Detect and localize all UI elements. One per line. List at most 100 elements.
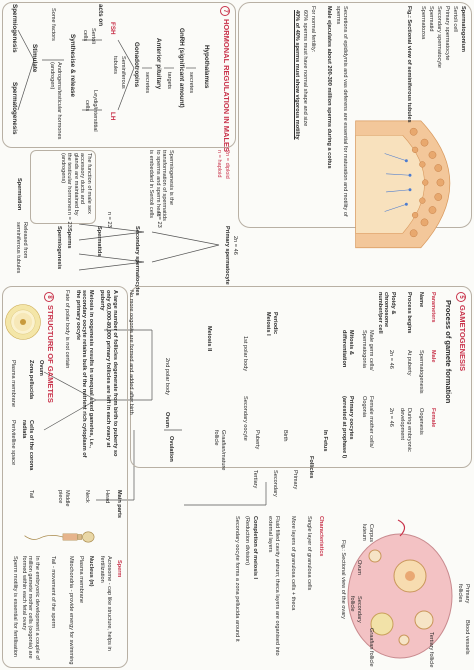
sg-primary-spermatocyte: Primary spermatocyte xyxy=(224,226,230,285)
char-5: (Reduction division) xyxy=(244,516,250,566)
oo-secondary-oocyte: Secondary oocyte xyxy=(242,396,248,441)
sg-spermiation: Spermiation xyxy=(16,178,22,211)
sperm-part-neck: Neck xyxy=(84,490,90,503)
follicle-secondary: Secondary xyxy=(272,470,278,497)
sperm-label-nucleus: Nucleus (n) xyxy=(88,556,94,587)
hormone-gonadotropins: Gonadotropins xyxy=(133,42,140,88)
testis-note-1: Secretions of epididymis and vas deferen… xyxy=(335,6,348,217)
hormone-leydig: Leydig/interstitial xyxy=(92,90,98,132)
row-ploidy-param: Ploidy & chromosome number/per cell xyxy=(376,292,396,334)
hormone-anterior-pituitary: Anterior pituitary xyxy=(155,38,162,90)
hormonal-number: 7 xyxy=(220,6,230,16)
oo-periodic-meiosis: Periodic Meiosis I xyxy=(265,312,278,336)
sg-n-23-a: n = 23 xyxy=(156,212,162,228)
gametogenesis-number: 5 xyxy=(456,292,466,302)
row-begins-female: During embryonic development xyxy=(399,408,412,452)
table-header-parameters: Parameters xyxy=(430,292,436,323)
gametogenesis-subtitle: Process of gamete formation xyxy=(444,300,453,404)
sperm-label-mitochondria: Mitochondria - provide energy for swimmi… xyxy=(68,556,74,665)
ovary-label-corpus: Corpus luteum xyxy=(361,524,374,543)
gametes-number: 8 xyxy=(44,292,54,302)
sg-n-23-b: n = 23 xyxy=(106,212,112,228)
sg-2n: 2n = 46 xyxy=(232,236,238,255)
sperm-part-head: Head xyxy=(104,490,110,504)
sperm-part-tail: Tail xyxy=(28,490,34,499)
oo-ovum: Ovum xyxy=(164,412,170,428)
label-spermatid: Spermatid xyxy=(428,6,434,32)
oo-2nd-polar-body: 2nd polar body xyxy=(164,358,170,396)
ovary-caption: Fig.: Sectional view of the ovary xyxy=(340,540,346,619)
char-3: Fluid filled cavity antrum; theca layers… xyxy=(267,516,280,656)
seminiferous-tubule-illustration xyxy=(355,120,451,249)
hormone-acts-on: acts on xyxy=(97,4,104,27)
sperm-part-middle: Middle piece xyxy=(57,490,70,507)
hormone-sertoli-cells: cells xyxy=(82,30,88,42)
label-sertoli-cell: Sertoli cell xyxy=(452,6,458,32)
sperm-title: Sperm xyxy=(116,560,122,578)
hormone-hypothalamus: Hypothalamus xyxy=(203,45,210,89)
hormone-secretes-1: secretes xyxy=(188,72,194,94)
table-header-male: Male xyxy=(430,350,436,363)
follicle-primary: Primary xyxy=(292,470,298,490)
hormone-targets: targets xyxy=(166,72,172,90)
char-6: Secondary oocyte forms a zona pellucida … xyxy=(234,516,240,642)
ovary-label-graafian: Graafian follicle xyxy=(368,628,374,667)
hormone-leydig-cells: cells xyxy=(84,100,90,112)
ovary-label-tertiary: Tertiary follicle xyxy=(428,632,434,668)
ovary-label-secondary: Secondary follicle xyxy=(349,596,362,623)
oo-meiosis-ii: Meiosis II xyxy=(206,326,212,352)
table-header-female: Female xyxy=(430,408,436,428)
ovum-illustration xyxy=(5,304,41,340)
characteristics-title: Characteristics xyxy=(318,516,324,557)
sperm-note-1: In the embryonic development a couple of… xyxy=(20,556,40,660)
row-mitosis-female: Primary oocytes (arrested at prophase I) xyxy=(341,396,354,459)
hormone-gnrh: GnRH (significant amount) xyxy=(178,28,185,108)
ploidy-haploid: n = haploid xyxy=(216,150,222,178)
oo-graafian: Graafian/mature follicle xyxy=(213,430,226,471)
hormone-androgens: Androgens/testicular hormones (androgen) xyxy=(49,62,62,140)
ovum-title: Ovum xyxy=(38,360,44,376)
sg-released: Released from seminiferous tubules xyxy=(15,222,28,274)
hormone-secretes-2: secretes xyxy=(144,72,150,94)
hormone-seminiferous: Seminiferous xyxy=(120,56,126,89)
sperm-illustration xyxy=(24,531,95,543)
gametes-title: 8STRUCTURE OF GAMETES xyxy=(44,292,55,403)
row-name-female: Oogenesis xyxy=(418,408,424,435)
testis-figure-caption: Fig.: Sectional view of seminiferous tub… xyxy=(406,6,412,123)
follicle-tertiary: Tertiary xyxy=(252,470,258,489)
char-2: More layers of granulosa cells + theca xyxy=(290,516,296,611)
row-ploidy-female: 2n = 46 xyxy=(388,408,394,427)
hormone-sertoli: Sertoli xyxy=(90,28,96,44)
accessory-note: The function of male sex accessory ducts… xyxy=(59,153,92,216)
row-mitosis-male: Mitosis & differentiation xyxy=(341,330,354,368)
ovum-label-membrane: Plasma membrane xyxy=(10,360,16,407)
hormone-some-factors: Some factors xyxy=(50,8,56,41)
hormone-synthesise: Synthesise & release xyxy=(69,34,76,98)
ovum-label-corona: Cells of the corona radiata xyxy=(21,420,34,471)
label-spermatogonium: Spermatogonium xyxy=(460,6,466,52)
oo-puberty: Puberty xyxy=(254,430,260,450)
char-4: Completion of meiosis I xyxy=(252,516,258,580)
testis-note-2: Male ejaculates about 200-300 million sp… xyxy=(326,6,332,169)
ovary-illustration xyxy=(347,519,453,659)
oo-birth: Birth xyxy=(282,430,288,442)
oo-ovulation: Ovulation xyxy=(168,436,174,462)
row-germ-female: Female mother cells/ Oogonia xyxy=(361,396,374,448)
hormone-lh: LH xyxy=(109,112,116,121)
hormone-stimulate: Stimulate xyxy=(31,44,38,73)
ovum-label-perivitelline: Perivitelline space xyxy=(10,420,16,466)
sperm-label-acrosome: Acrosome - cap like structure, helps in … xyxy=(99,556,112,651)
sg-spermiogenesis: Spermiogenesis xyxy=(56,226,62,270)
sperm-parts-title: Main parts xyxy=(116,490,122,518)
oo-in-fetus: In Fetus xyxy=(322,430,328,452)
testis-note-3: For normal fertility: xyxy=(310,6,316,53)
sg-sperms: Sperms xyxy=(66,228,72,249)
follicles-title: Follicles xyxy=(308,456,314,479)
row-begins-male: At puberty xyxy=(406,350,412,376)
row-ploidy-male: 2n = 46 xyxy=(388,350,394,369)
hormone-tubules: tubules xyxy=(112,56,118,75)
label-primary-spermatocyte: Primary spermatocyte xyxy=(444,6,450,61)
gametes-title-text: STRUCTURE OF GAMETES xyxy=(46,305,55,403)
char-1: Single layer of granulosa cells xyxy=(306,516,312,591)
oo-note-1: No more oogonia are formed and added aft… xyxy=(128,290,134,415)
